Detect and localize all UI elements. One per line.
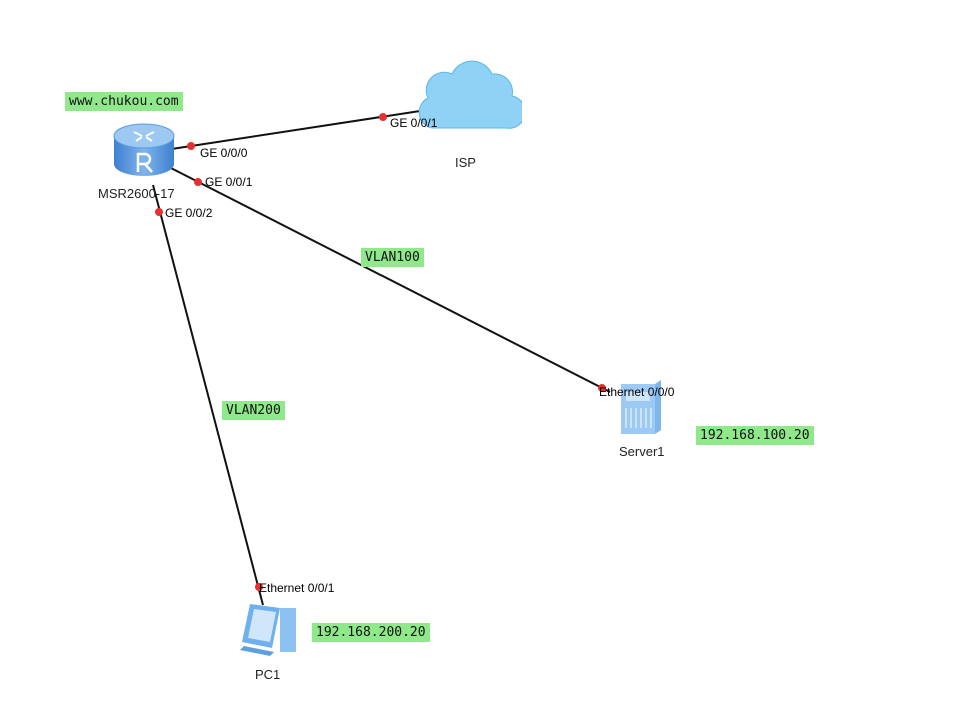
link-router-isp[interactable] [164,110,421,151]
isp-name: ISP [455,155,476,170]
port-dot [598,384,606,392]
port-dot [194,178,202,186]
port-label-server-eth: Ethernet 0/0/0 [599,385,675,399]
site-label: www.chukou.com [65,92,183,111]
port-dot [187,142,195,150]
port-label-router-ge001: GE 0/0/1 [205,175,253,189]
router-icon[interactable] [112,122,176,178]
vlan200-label: VLAN200 [222,401,285,420]
port-dot [255,583,263,591]
pc-name: PC1 [255,667,281,682]
cloud-icon[interactable] [412,58,522,140]
server-name: Server1 [619,444,665,459]
pc-icon[interactable] [236,600,306,662]
port-dot [155,208,163,216]
link-router-pc[interactable] [152,184,264,606]
vlan100-label: VLAN100 [361,248,424,267]
pc-ip-label: 192.168.200.20 [312,623,430,642]
port-label-router-ge002: GE 0/0/2 [165,206,213,220]
router-name: MSR2600-17 [98,186,175,201]
port-label-pc-eth: Ethernet 0/0/1 [259,581,335,595]
port-label-router-ge000: GE 0/0/0 [200,146,248,160]
port-dot [379,113,387,121]
server-icon[interactable] [617,378,665,438]
link-router-server[interactable] [164,164,611,393]
port-label-isp-ge001: GE 0/0/1 [390,116,438,130]
server-ip-label: 192.168.100.20 [696,426,814,445]
